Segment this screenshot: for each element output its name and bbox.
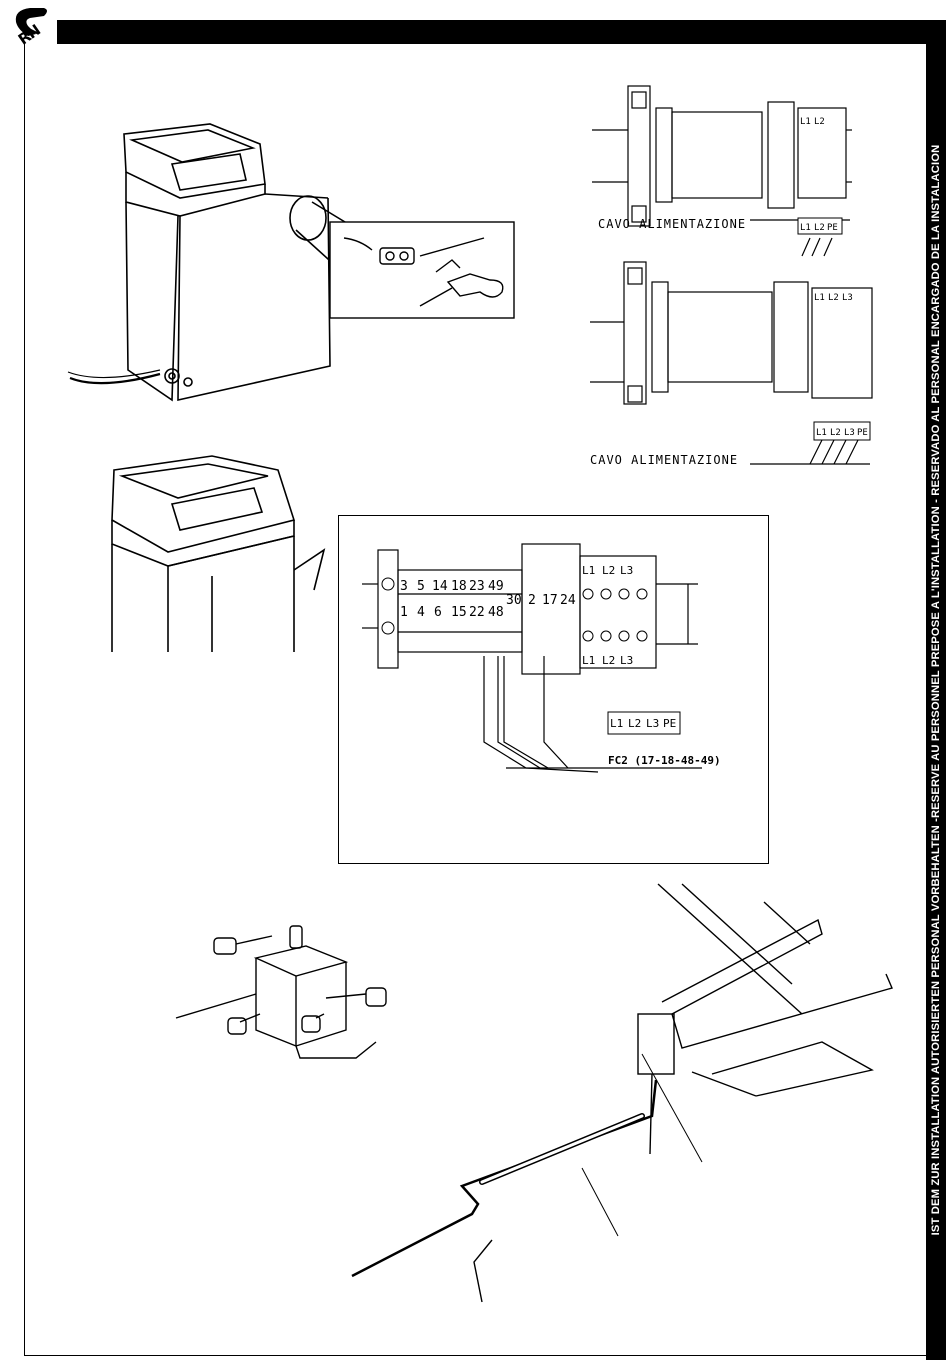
- phase-top-3: L3: [620, 564, 633, 577]
- phase-bottom-1: L1: [582, 654, 595, 667]
- valve-block-illustration: [175, 925, 387, 1059]
- page-frame: [24, 44, 926, 1356]
- three-top-label-2: L2: [828, 293, 839, 303]
- single-terminal-pe: PE: [827, 223, 838, 233]
- three-top-label-3: L3: [842, 293, 853, 303]
- single-caption: CAVO ALIMENTAZIONE: [598, 217, 746, 231]
- diagram-three-phase: L1 L2 L3 L1 L2 L3 PE CAVO ALIMENTAZIONE: [590, 261, 873, 467]
- three-top-label-1: L1: [814, 293, 825, 303]
- three-terminal-2: L2: [830, 428, 841, 438]
- diagram-single-phase: L1 L2 L1 L2 PE CAVO ALIMENTAZIONE: [592, 85, 852, 257]
- terminal-middle-4: 24: [560, 593, 576, 608]
- terminal-upper-1: 3: [400, 579, 408, 594]
- three-terminal-1: L1: [816, 428, 827, 438]
- terminal-lower-1: 1: [400, 605, 408, 620]
- terminal-lower-row: 1 4 6 15 22 48: [400, 605, 504, 620]
- supply-terminal-3: L3: [646, 717, 659, 730]
- terminal-upper-5: 23: [469, 579, 485, 594]
- terminal-middle-3: 17: [542, 593, 558, 608]
- side-banner-text: IST DEM ZUR INSTALLATION AUTORISIERTEN P…: [930, 144, 942, 1236]
- three-terminal-pe: PE: [857, 428, 868, 438]
- side-banner: [926, 20, 946, 1360]
- terminal-middle-1: 30: [506, 593, 522, 608]
- brand-logo: [15, 8, 47, 36]
- frame-sensor-illustration: [351, 883, 893, 1303]
- terminal-upper-2: 5: [417, 579, 425, 594]
- terminal-lower-2: 4: [417, 605, 425, 620]
- three-caption: CAVO ALIMENTAZIONE: [590, 453, 738, 467]
- single-terminal-2: L2: [814, 223, 825, 233]
- single-terminal-1: L1: [800, 223, 811, 233]
- cabinet-illustration-1: [67, 123, 515, 402]
- terminal-middle-2: 2: [528, 593, 536, 608]
- fc2-label: FC2 (17-18-48-49): [608, 754, 721, 767]
- phase-top-2: L2: [602, 564, 615, 577]
- terminal-lower-5: 22: [469, 605, 485, 620]
- terminal-lower-6: 48: [488, 605, 504, 620]
- supply-terminal-2: L2: [628, 717, 641, 730]
- phase-bottom-3: L3: [620, 654, 633, 667]
- single-top-label-1: L1: [800, 117, 811, 127]
- single-top-label-2: L2: [814, 117, 825, 127]
- terminal-upper-row: 3 5 14 18 23 49: [400, 579, 504, 594]
- terminal-lower-3: 6: [434, 605, 442, 620]
- supply-terminal-1: L1: [610, 717, 623, 730]
- terminal-lower-4: 15: [451, 605, 467, 620]
- cabinet-illustration-2: [111, 455, 326, 652]
- header-bar: [57, 20, 935, 44]
- terminal-board-panel: [338, 515, 769, 864]
- terminal-upper-3: 14: [432, 579, 448, 594]
- supply-terminal-pe: PE: [663, 717, 676, 730]
- phase-bottom-2: L2: [602, 654, 615, 667]
- phase-top-1: L1: [582, 564, 595, 577]
- terminal-upper-6: 49: [488, 579, 504, 594]
- terminal-upper-4: 18: [451, 579, 467, 594]
- three-terminal-3: L3: [844, 428, 855, 438]
- terminal-board-diagram: 3 5 14 18 23 49 1 4 6 15 22 48 30 2 17 2…: [362, 543, 721, 773]
- terminal-middle-row: 30 2 17 24: [506, 593, 576, 608]
